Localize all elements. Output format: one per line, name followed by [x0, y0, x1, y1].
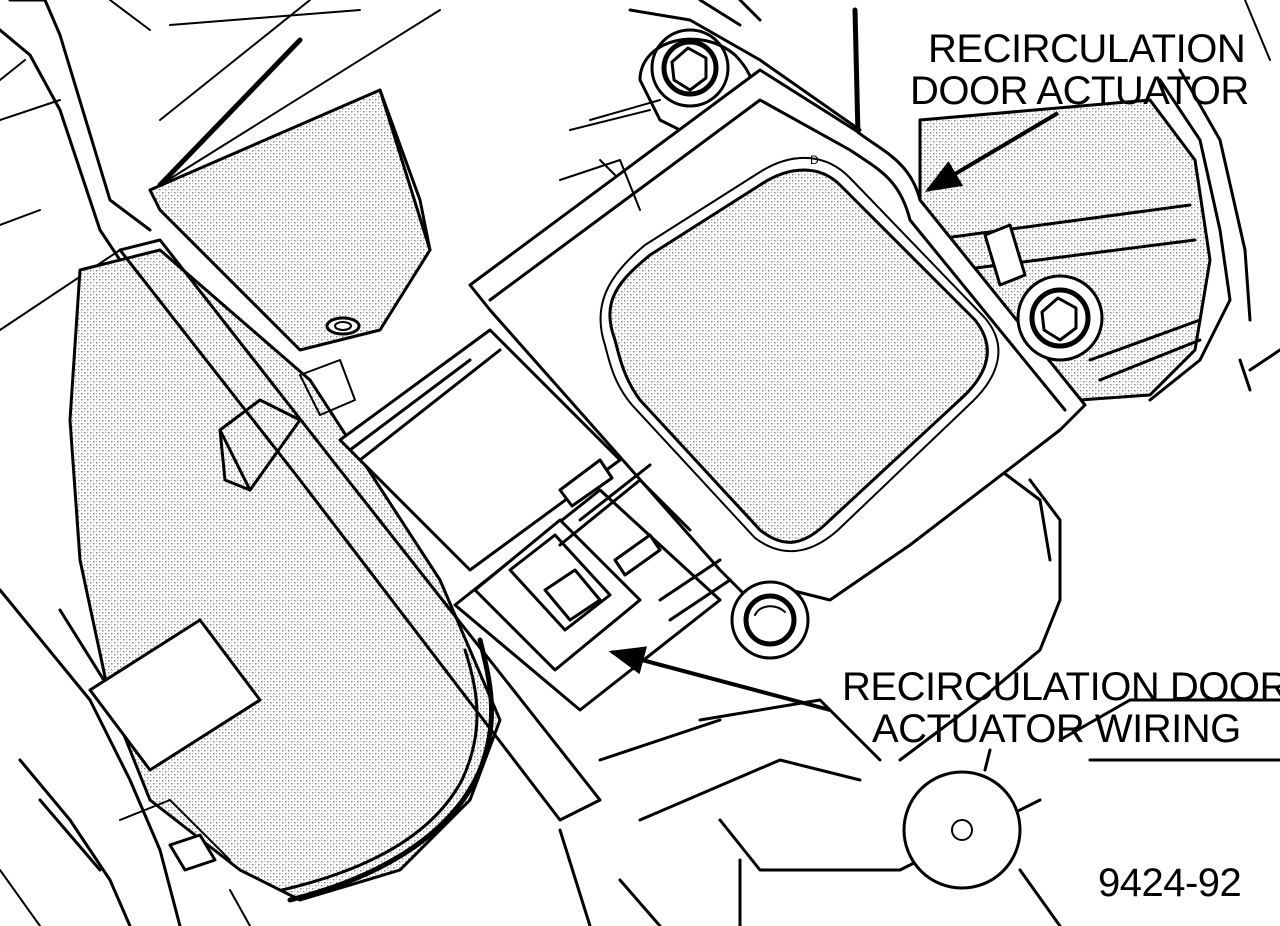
- callout-labels: RECIRCULATION DOOR ACTUATOR RECIRCULATIO…: [842, 27, 1280, 905]
- actuator-label-line1: RECIRCULATION: [928, 27, 1245, 71]
- actuator-wiring-connector: [453, 458, 732, 712]
- figure-number: 9424-92: [1098, 861, 1241, 905]
- wiring-label-line1: RECIRCULATION DOOR: [842, 665, 1280, 709]
- wiring-leader-line: [608, 646, 831, 712]
- actuator-label-line2: DOOR ACTUATOR: [910, 69, 1249, 113]
- recirculation-door-actuator: D: [338, 28, 1104, 660]
- callout-leaders: [608, 111, 1060, 712]
- actuator-leader-line: [924, 111, 1060, 192]
- wiring-label-line2: ACTUATOR WIRING: [872, 707, 1241, 751]
- actuator-marking: D: [810, 153, 819, 167]
